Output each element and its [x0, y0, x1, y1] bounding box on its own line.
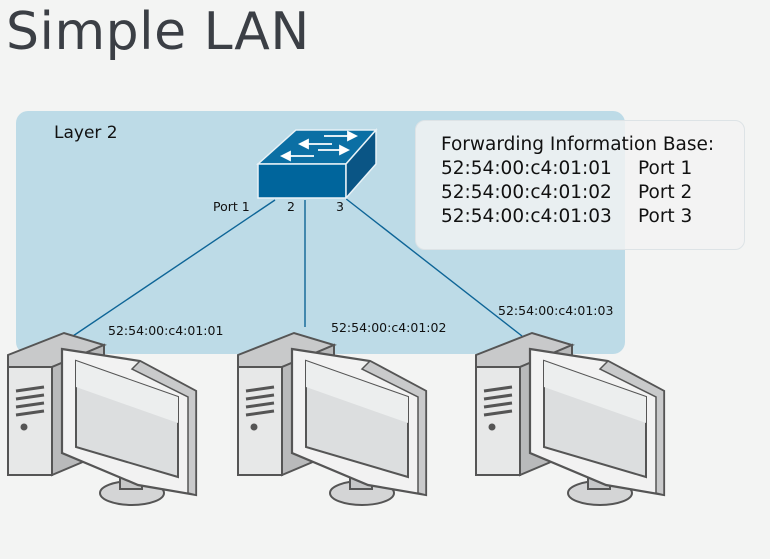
page-title: Simple LAN — [6, 2, 310, 62]
layer2-label: Layer 2 — [54, 123, 118, 143]
host-mac-label-1: 52:54:00:c4:01:01 — [108, 323, 224, 338]
network-switch-icon — [256, 128, 378, 200]
computer-icon — [6, 331, 198, 507]
fib-entry: 52:54:00:c4:01:02 Port 2 — [441, 181, 744, 205]
fib-mac: 52:54:00:c4:01:02 — [441, 182, 612, 203]
fib-mac: 52:54:00:c4:01:01 — [441, 158, 612, 179]
host-mac-label-3: 52:54:00:c4:01:03 — [498, 303, 614, 318]
computer-icon — [236, 331, 428, 507]
fib-entry: 52:54:00:c4:01:03 Port 3 — [441, 205, 744, 229]
fib-port: Port 2 — [638, 182, 693, 203]
fib-port: Port 1 — [638, 158, 693, 179]
switch-port-label-3: 3 — [336, 199, 344, 214]
fib-entry: 52:54:00:c4:01:01 Port 1 — [441, 157, 744, 181]
host-mac-label-2: 52:54:00:c4:01:02 — [331, 320, 447, 335]
fib-mac: 52:54:00:c4:01:03 — [441, 206, 612, 227]
fib-port: Port 3 — [638, 206, 693, 227]
switch-port-label-2: 2 — [287, 199, 295, 214]
fib-panel: Forwarding Information Base: 52:54:00:c4… — [415, 120, 745, 250]
switch-port-label-1: Port 1 — [213, 199, 250, 214]
fib-heading: Forwarding Information Base: — [441, 134, 715, 155]
computer-icon — [474, 331, 666, 507]
link-port-3 — [344, 197, 523, 337]
link-port-1 — [69, 199, 276, 339]
